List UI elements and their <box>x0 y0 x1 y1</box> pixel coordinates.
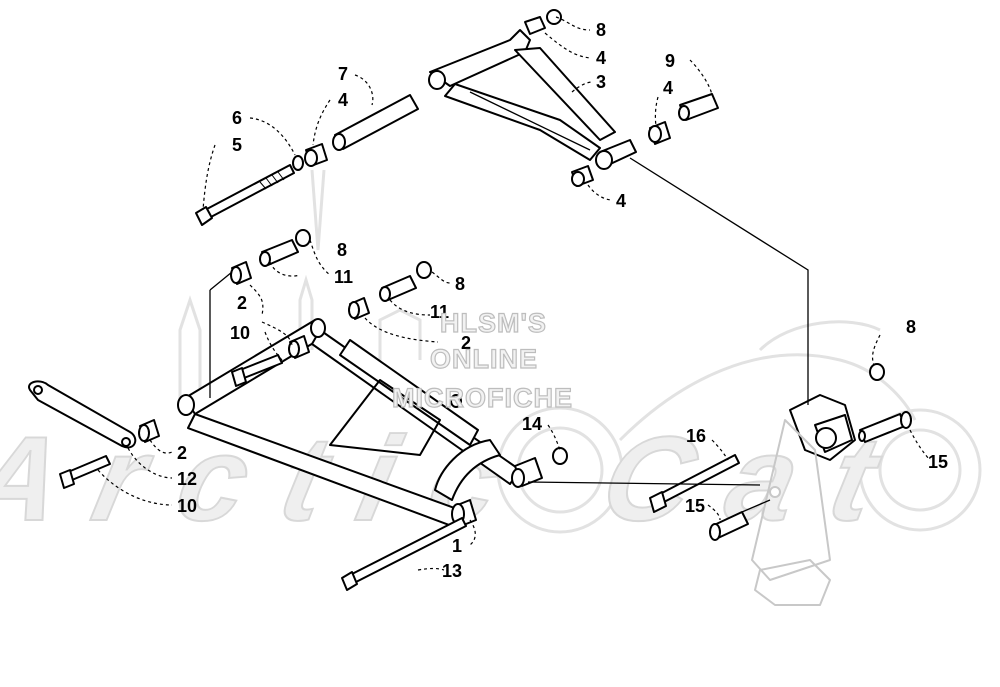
callout-6: 6 <box>232 108 242 128</box>
callout-16: 16 <box>686 426 706 446</box>
callout-1: 1 <box>452 536 462 556</box>
callout-4-right: 4 <box>663 78 673 98</box>
callout-8-mid-left: 8 <box>337 240 347 260</box>
callout-11-right: 11 <box>430 302 449 322</box>
callout-15-lower: 15 <box>685 496 705 516</box>
callout-8-right: 8 <box>906 317 916 337</box>
callout-3: 3 <box>596 72 606 92</box>
assembly-lines <box>209 157 809 513</box>
callout-13: 13 <box>442 561 462 581</box>
callout-2-upper: 2 <box>237 293 247 313</box>
callout-2-lower: 2 <box>177 443 187 463</box>
callout-8-mid: 8 <box>455 274 465 294</box>
upper-a-arm <box>428 29 637 170</box>
watermark-line-2: ONLINE <box>430 344 538 374</box>
callout-10-lower: 10 <box>177 496 197 516</box>
callout-12: 12 <box>177 469 197 489</box>
watermark-line-1: HLSM'S <box>440 308 547 338</box>
callout-11-left: 11 <box>334 267 353 287</box>
skyline-silhouette-icon <box>178 169 422 400</box>
callout-5: 5 <box>232 135 242 155</box>
callout-4-top: 4 <box>596 48 606 68</box>
callout-4-lower: 4 <box>616 191 626 211</box>
watermark-text: HLSM'S ONLINE MICROFICHE <box>391 307 573 413</box>
callout-9: 9 <box>665 51 675 71</box>
leader-lines <box>97 16 931 571</box>
callout-10-upper: 10 <box>230 323 250 343</box>
callout-7: 7 <box>338 64 348 84</box>
motorcycle-silhouette-icon <box>496 320 982 534</box>
upper-arm-hardware <box>195 9 719 226</box>
callout-2-middle: 2 <box>461 333 471 353</box>
callout-14: 14 <box>522 414 542 434</box>
callout-4-left: 4 <box>338 90 348 110</box>
watermark-line-3: MICROFICHE <box>392 383 573 413</box>
callout-labels: 8 4 3 9 4 4 7 4 6 5 8 11 8 11 2 2 10 2 1… <box>177 20 948 581</box>
spindle-assembly <box>649 363 912 606</box>
lower-arm-hardware <box>28 229 568 591</box>
callout-8-top: 8 <box>596 20 606 40</box>
callout-15-right: 15 <box>928 452 948 472</box>
